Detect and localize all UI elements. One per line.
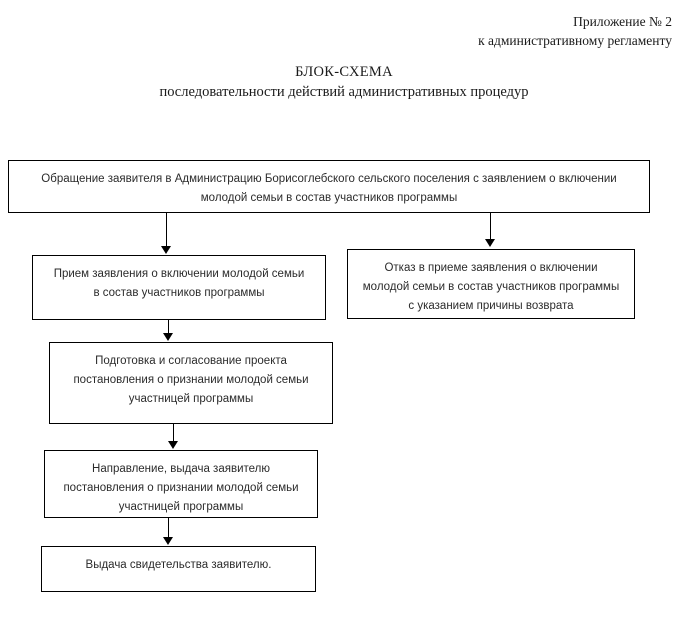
arrow-accept-to-prepare [163, 320, 174, 342]
flow-node-issue-resolution: Направление, выдача заявителю постановле… [44, 450, 318, 518]
appendix-number: Приложение № 2 [573, 14, 672, 29]
arrow-shaft [166, 213, 167, 247]
flow-node-line: Направление, выдача заявителю [92, 463, 270, 475]
arrow-head-icon [161, 246, 171, 254]
arrow-issue-to-certificate [163, 518, 174, 546]
flow-node-line: молодой семьи в состав участников програ… [362, 281, 620, 293]
arrow-shaft [490, 213, 491, 240]
flow-node-line: Выдача свидетельства заявителю. [85, 559, 272, 571]
flow-node-line: постановления о признании молодой семьи [63, 482, 299, 494]
flow-node-intake: Обращение заявителя в Администрацию Бори… [8, 160, 650, 213]
arrow-shaft [168, 518, 169, 538]
flow-node-reject-text: Отказ в приеме заявления о включении мол… [348, 250, 634, 316]
flow-node-prepare: Подготовка и согласование проекта постан… [49, 342, 333, 424]
arrow-head-icon [163, 333, 173, 341]
arrow-intake-to-accept [161, 213, 172, 255]
flow-node-line: молодой семьи в состав участников програ… [200, 192, 458, 204]
flow-node-line: Отказ в приеме заявления о включении [384, 262, 598, 274]
regulation-reference: к административному регламенту [478, 33, 672, 48]
flow-node-line: постановления о признании молодой семьи [73, 374, 309, 386]
page-title: БЛОК-СХЕМА последовательности действий а… [0, 62, 688, 102]
flow-node-issue-resolution-text: Направление, выдача заявителю постановле… [45, 451, 317, 517]
title-subtitle: последовательности действий администрати… [159, 84, 529, 100]
document-header: Приложение № 2 к административному регла… [0, 12, 672, 50]
flow-node-reject: Отказ в приеме заявления о включении мол… [347, 249, 635, 319]
arrow-head-icon [168, 441, 178, 449]
title-main: БЛОК-СХЕМА [295, 64, 393, 80]
arrow-intake-to-reject [485, 213, 496, 249]
flow-node-line: Обращение заявителя в Администрацию Бори… [41, 173, 617, 185]
flow-node-accept: Прием заявления о включении молодой семь… [32, 255, 326, 320]
arrow-head-icon [485, 239, 495, 247]
flow-node-line: участницей программы [118, 501, 244, 513]
arrow-shaft [173, 424, 174, 442]
flow-node-prepare-text: Подготовка и согласование проекта постан… [50, 343, 332, 409]
flow-node-accept-text: Прием заявления о включении молодой семь… [33, 256, 325, 303]
flow-node-line: в состав участников программы [93, 287, 265, 299]
flow-node-line: Прием заявления о включении молодой семь… [53, 268, 305, 280]
flow-node-certificate-text: Выдача свидетельства заявителю. [42, 547, 315, 575]
arrow-prepare-to-issue [168, 424, 179, 450]
flow-node-line: Подготовка и согласование проекта [95, 355, 287, 367]
flow-node-certificate: Выдача свидетельства заявителю. [41, 546, 316, 592]
arrow-head-icon [163, 537, 173, 545]
arrow-shaft [168, 320, 169, 334]
flow-node-intake-text: Обращение заявителя в Администрацию Бори… [9, 161, 649, 208]
flow-node-line: с указанием причины возврата [408, 300, 574, 312]
flow-node-line: участницей программы [128, 393, 254, 405]
